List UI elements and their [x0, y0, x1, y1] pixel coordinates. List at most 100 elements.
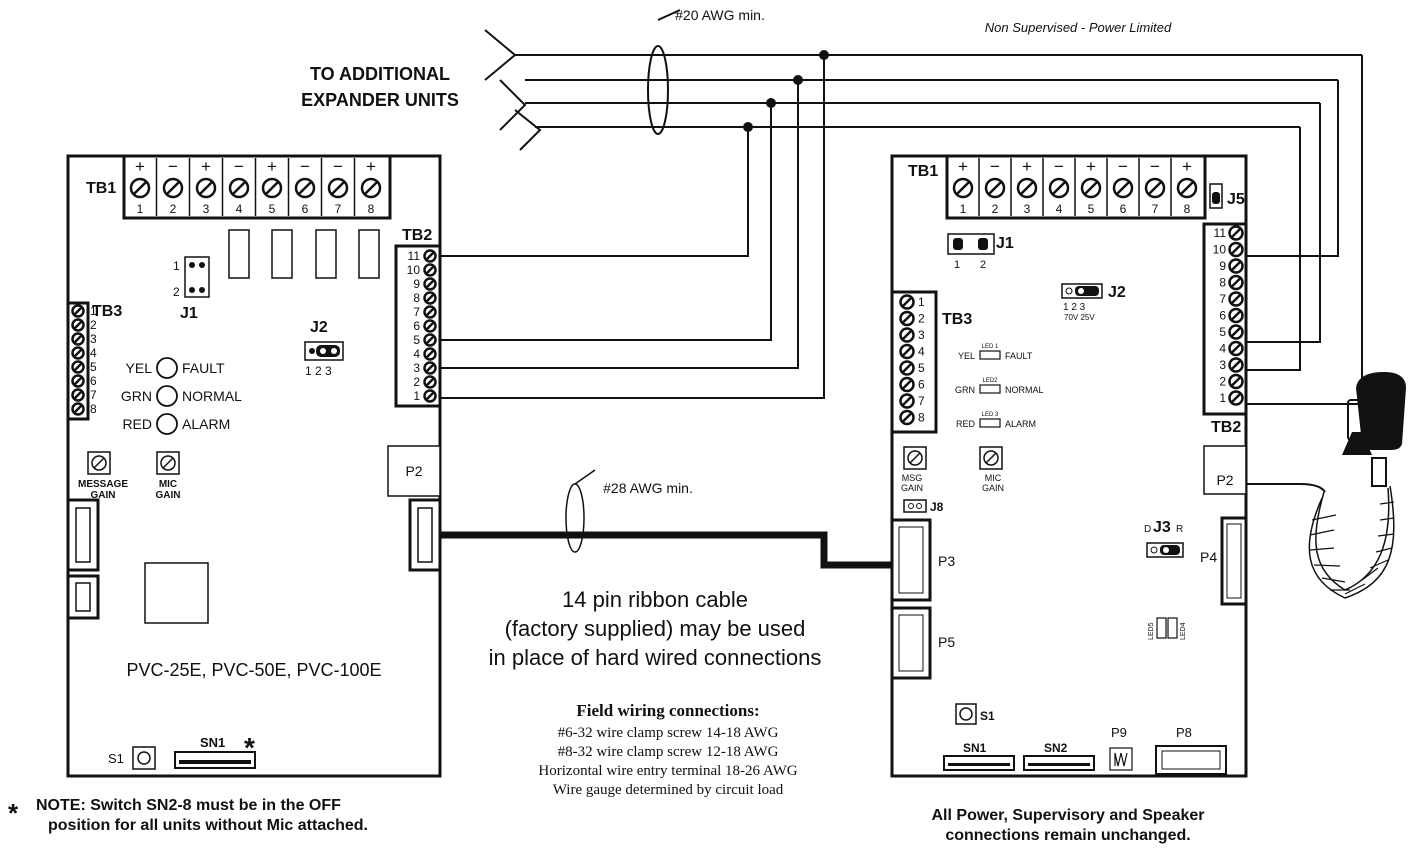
- left_board-tb3_terminals-screw: [71, 332, 85, 346]
- left-s1-label: S1: [108, 751, 124, 766]
- left_board-tb2_terminals-screw: [423, 249, 437, 263]
- right_board-tb1-number: 2: [992, 202, 999, 216]
- right-j3-r: R: [1176, 524, 1183, 535]
- right_board-tb3_terminals-number: 3: [918, 328, 925, 342]
- right-p9-label: P9: [1111, 725, 1127, 740]
- left-ic-chip: [144, 562, 209, 624]
- right_board-tb3_terminals-screw: [899, 409, 915, 426]
- right_board-tb2_terminals-screw: [1228, 390, 1244, 406]
- left_board-tb1-polarity: −: [300, 157, 310, 176]
- field-wiring-line-3: Horizontal wire entry terminal 18-26 AWG: [538, 763, 797, 779]
- right_board-tb2_terminals-screw: [1228, 307, 1244, 324]
- left_board-tb2_terminals-number: 4: [413, 347, 420, 361]
- right_board-tb1-polarity: −: [1054, 157, 1064, 176]
- left_board-tb1-number: 1: [137, 202, 144, 216]
- right_board-tb2_terminals-number: 9: [1219, 259, 1226, 273]
- left_board-tb2_terminals-number: 9: [413, 277, 420, 291]
- right-led-state: NORMAL: [1005, 385, 1044, 395]
- right-tb2-wiring: [1246, 55, 1363, 405]
- right-j3-label: J3: [1153, 519, 1171, 536]
- right-j2-jumper: [1061, 283, 1103, 299]
- right-mic-gain-label-1: MIC: [985, 473, 1002, 483]
- left-led-color: YEL: [126, 360, 153, 376]
- right_board-tb1-number: 3: [1024, 202, 1031, 216]
- right-p8-label: P8: [1176, 725, 1192, 740]
- right-p5-label: P5: [938, 634, 955, 650]
- left-note-line-2: position for all units without Mic attac…: [48, 817, 368, 834]
- right-led-indicator: [979, 384, 1001, 394]
- left_board-tb3_terminals-number: 1: [90, 304, 97, 318]
- left-tb2-wiring: [438, 55, 825, 399]
- right_board-tb1-screw: [1176, 177, 1198, 199]
- right-p2-connector: [1203, 445, 1247, 495]
- right_board-tb1-screw: [1016, 177, 1038, 199]
- expander-label-1: TO ADDITIONAL: [310, 64, 450, 84]
- right-s1-switch: [955, 703, 977, 725]
- left_board-tb1-screw: [228, 177, 250, 199]
- field-wiring-line-1: #6-32 wire clamp screw 14-18 AWG: [558, 725, 779, 741]
- ribbon-note-3: in place of hard wired connections: [489, 645, 822, 670]
- left_board-tb2_terminals-number: 2: [413, 375, 420, 389]
- right-p5-header: [890, 606, 932, 680]
- right_board-tb3_terminals-screw: [899, 393, 915, 409]
- left-edge-connectors: [66, 498, 100, 620]
- right-j1-pin-1: 1: [954, 259, 960, 271]
- left_board-tb2_terminals-number: 6: [413, 319, 420, 333]
- right_board-tb3_terminals-number: 4: [918, 345, 925, 359]
- right-tb1-terminals: +1−2+3−4+5−6−7+8: [952, 157, 1198, 216]
- left_board-tb1-number: 2: [170, 202, 177, 216]
- left_board-tb1-number: 6: [302, 202, 309, 216]
- right-j8-label: J8: [930, 500, 944, 514]
- right_board-tb2_terminals-number: 3: [1219, 358, 1226, 372]
- bus-junctions: [743, 50, 829, 132]
- left-message-gain-label-1: MESSAGE: [78, 479, 128, 490]
- left_board-tb1-polarity: +: [366, 157, 376, 176]
- left_board-tb2_terminals-screw: [423, 347, 437, 361]
- right-led4-led5: [1156, 617, 1178, 639]
- left_board-tb3_terminals-screw: [71, 402, 85, 416]
- right-j8-jumper: [903, 499, 927, 513]
- right_board-tb2_terminals-screw: [1228, 241, 1244, 258]
- left-message-gain-pot: [87, 451, 111, 475]
- right_board-tb3_terminals-screw: [899, 360, 915, 376]
- left_board-tb3_terminals-screw: [71, 318, 85, 332]
- left_board-tb3_terminals-screw: [71, 304, 85, 318]
- right_board-tb1-screw: [1112, 177, 1134, 199]
- field-wiring-line-2: #8-32 wire clamp screw 12-18 AWG: [558, 744, 779, 760]
- left-tb1-terminals: +1−2+3−4+5−6−7+8: [129, 157, 382, 216]
- left_board-tb3_terminals-number: 4: [90, 346, 97, 360]
- microphone-icon: [1246, 372, 1406, 599]
- right-p4-label: P4: [1200, 549, 1217, 565]
- right_board-tb1-polarity: +: [1022, 157, 1032, 176]
- left_board-tb1-polarity: +: [201, 157, 211, 176]
- right_board-tb1-screw: [1144, 177, 1166, 199]
- right_board-tb2_terminals-number: 1: [1219, 391, 1226, 405]
- right_board-tb2_terminals-number: 4: [1219, 342, 1226, 356]
- left-mic-gain-pot: [156, 451, 180, 475]
- right-j1-label: J1: [996, 235, 1014, 252]
- left_board-tb1-screw: [162, 177, 184, 199]
- left-mic-gain-label-1: MIC: [159, 479, 177, 490]
- left_board-tb2_terminals-screw: [423, 319, 437, 333]
- right-note-line-2: connections remain unchanged.: [945, 827, 1190, 844]
- right_board-tb3_terminals-screw: [899, 327, 915, 343]
- left_board-tb2_terminals-screw: [423, 333, 437, 347]
- left-message-gain-label-2: GAIN: [91, 490, 116, 501]
- left-led-state: NORMAL: [182, 388, 242, 404]
- right_board-tb1-number: 7: [1152, 202, 1159, 216]
- left-j1-pin-2: 2: [173, 285, 180, 299]
- left-p2-connector: [387, 445, 441, 497]
- right-j3-d: D: [1144, 524, 1151, 535]
- left-led-indicator: [156, 357, 178, 379]
- right_board-tb2_terminals-number: 11: [1214, 226, 1227, 240]
- right_board-tb3_terminals-number: 5: [918, 361, 925, 375]
- left-led-indicator: [156, 385, 178, 407]
- right-j1-jumper: [947, 233, 995, 255]
- right-p3-label: P3: [938, 553, 955, 569]
- left-j1-label: J1: [180, 305, 198, 322]
- field-wiring-title: Field wiring connections:: [576, 701, 759, 720]
- left_board-tb2_terminals-screw: [423, 375, 437, 389]
